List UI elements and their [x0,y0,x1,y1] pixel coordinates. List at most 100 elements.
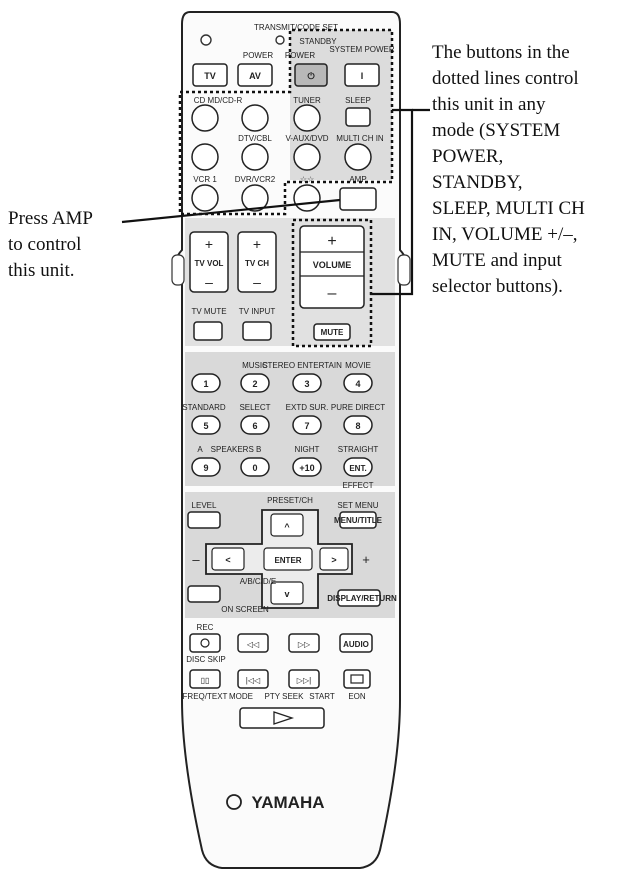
standby-icon: ⏻ [307,71,315,81]
volume-rocker[interactable] [299,225,365,309]
yamaha-logo-text: YAMAHA [251,793,324,812]
rec-button[interactable] [189,633,221,653]
ent-button[interactable] [343,457,373,477]
chevron-left-icon: < [225,555,230,565]
audio-button[interactable] [339,633,373,653]
standby-label: STANDBY [299,37,337,46]
skip-forward-button[interactable] [288,669,320,689]
on-screen-button[interactable] [187,585,221,603]
nav-minus: – [192,552,200,567]
mode-label: MODE [229,692,253,701]
tv-mute-label: TV MUTE [191,307,226,316]
number-button-3[interactable] [292,373,322,393]
num-5: 5 [203,421,208,431]
eon-label: EON [348,692,366,701]
mute-button[interactable] [313,323,351,341]
record-icon [200,638,210,648]
chevron-right-icon: > [331,555,336,565]
number-button-4[interactable] [343,373,373,393]
stop-button[interactable] [343,669,371,689]
annotation-line: IN, VOLUME +/–, [432,224,578,245]
level-button[interactable] [187,511,221,529]
cd-button[interactable] [191,104,219,132]
tv-input-button[interactable] [242,321,272,341]
tv-input-label: TV INPUT [239,307,276,316]
chevron-up-icon: ^ [284,522,290,532]
tv-mute-button[interactable] [193,321,223,341]
dtv-button[interactable] [191,143,219,171]
cd-md-label: CD MD/CD-R [194,96,243,105]
up-button[interactable] [270,513,304,537]
num-top-label-2: MUSIC [242,361,268,370]
annotation-line: Press AMP [8,208,93,229]
multich-button[interactable] [344,143,372,171]
transmit-label: TRANSMIT/CODE SET [254,23,338,32]
pty-label: PTY SEEK [265,692,305,701]
av-button-label: AV [249,71,261,81]
display-return-button[interactable] [337,589,381,607]
md-cdr-button[interactable] [241,104,269,132]
disc-skip-label: DISC SKIP [186,655,226,664]
left-callout-line [121,198,341,224]
num-bot-label-0: SPEAKERS B [211,445,262,454]
annotation-line: The buttons in the [432,42,570,63]
vaux-dvd-button[interactable] [293,143,321,171]
num-bot-label-10: NIGHT [295,445,320,454]
stop-icon [350,674,364,684]
preset-label: PRESET/CH [267,496,313,505]
vcr1-button[interactable] [191,184,219,212]
skip-back-button[interactable] [237,669,269,689]
rewind-button[interactable] [237,633,269,653]
system-power-label: SYSTEM POWER [329,45,395,54]
mute-label: MUTE [321,328,344,337]
sleep-button[interactable] [345,107,371,127]
annotation-line: MUTE and input [432,250,562,271]
power-label: POWER [243,51,273,60]
right-button[interactable] [319,547,349,571]
down-button[interactable] [270,581,304,605]
play-icon [273,711,295,725]
av-power-button[interactable] [237,63,273,87]
standby-button[interactable] [294,63,328,87]
left-button[interactable] [211,547,245,571]
number-button-9[interactable] [191,457,221,477]
audio-label: AUDIO [343,640,369,649]
nav-plus: + [362,552,370,567]
menu-title-button[interactable] [339,511,377,529]
number-button-5[interactable] [191,415,221,435]
chevron-down-icon: v [284,589,289,599]
number-button-1[interactable] [191,373,221,393]
number-button-6[interactable] [240,415,270,435]
number-button-plus10[interactable] [292,457,322,477]
tv-ch-rocker[interactable] [237,231,277,293]
annotation-line: this unit. [8,260,75,281]
fast-forward-button[interactable] [288,633,320,653]
cbl-button[interactable] [241,143,269,171]
stars-button[interactable] [293,184,321,212]
tuner-label: TUNER [293,96,321,105]
number-button-8[interactable] [343,415,373,435]
tv-vol-rocker[interactable] [189,231,229,293]
enter-button[interactable] [263,547,313,571]
tv-vol-label: TV VOL [195,259,224,268]
amp-button[interactable] [339,187,377,211]
dotted-outline-volume [291,218,373,348]
system-power-button[interactable] [344,63,380,87]
tv-ch-plus: + [253,236,261,252]
vcr-label: VCR 1 [193,175,217,184]
number-button-2[interactable] [240,373,270,393]
num-0: 0 [252,463,257,473]
num-1: 1 [203,379,208,389]
tuner-button[interactable] [293,104,321,132]
play-button[interactable] [239,707,325,729]
dvr-vcr2-button[interactable] [241,184,269,212]
num-3: 3 [304,379,309,389]
number-button-0[interactable] [240,457,270,477]
annotation-line: to control [8,234,82,255]
number-button-7[interactable] [292,415,322,435]
num-top-label-4: MOVIE [345,361,371,370]
tv-power-button[interactable] [192,63,228,87]
num-mid-label-5: STANDARD [182,403,226,412]
pause-button[interactable] [189,669,221,689]
